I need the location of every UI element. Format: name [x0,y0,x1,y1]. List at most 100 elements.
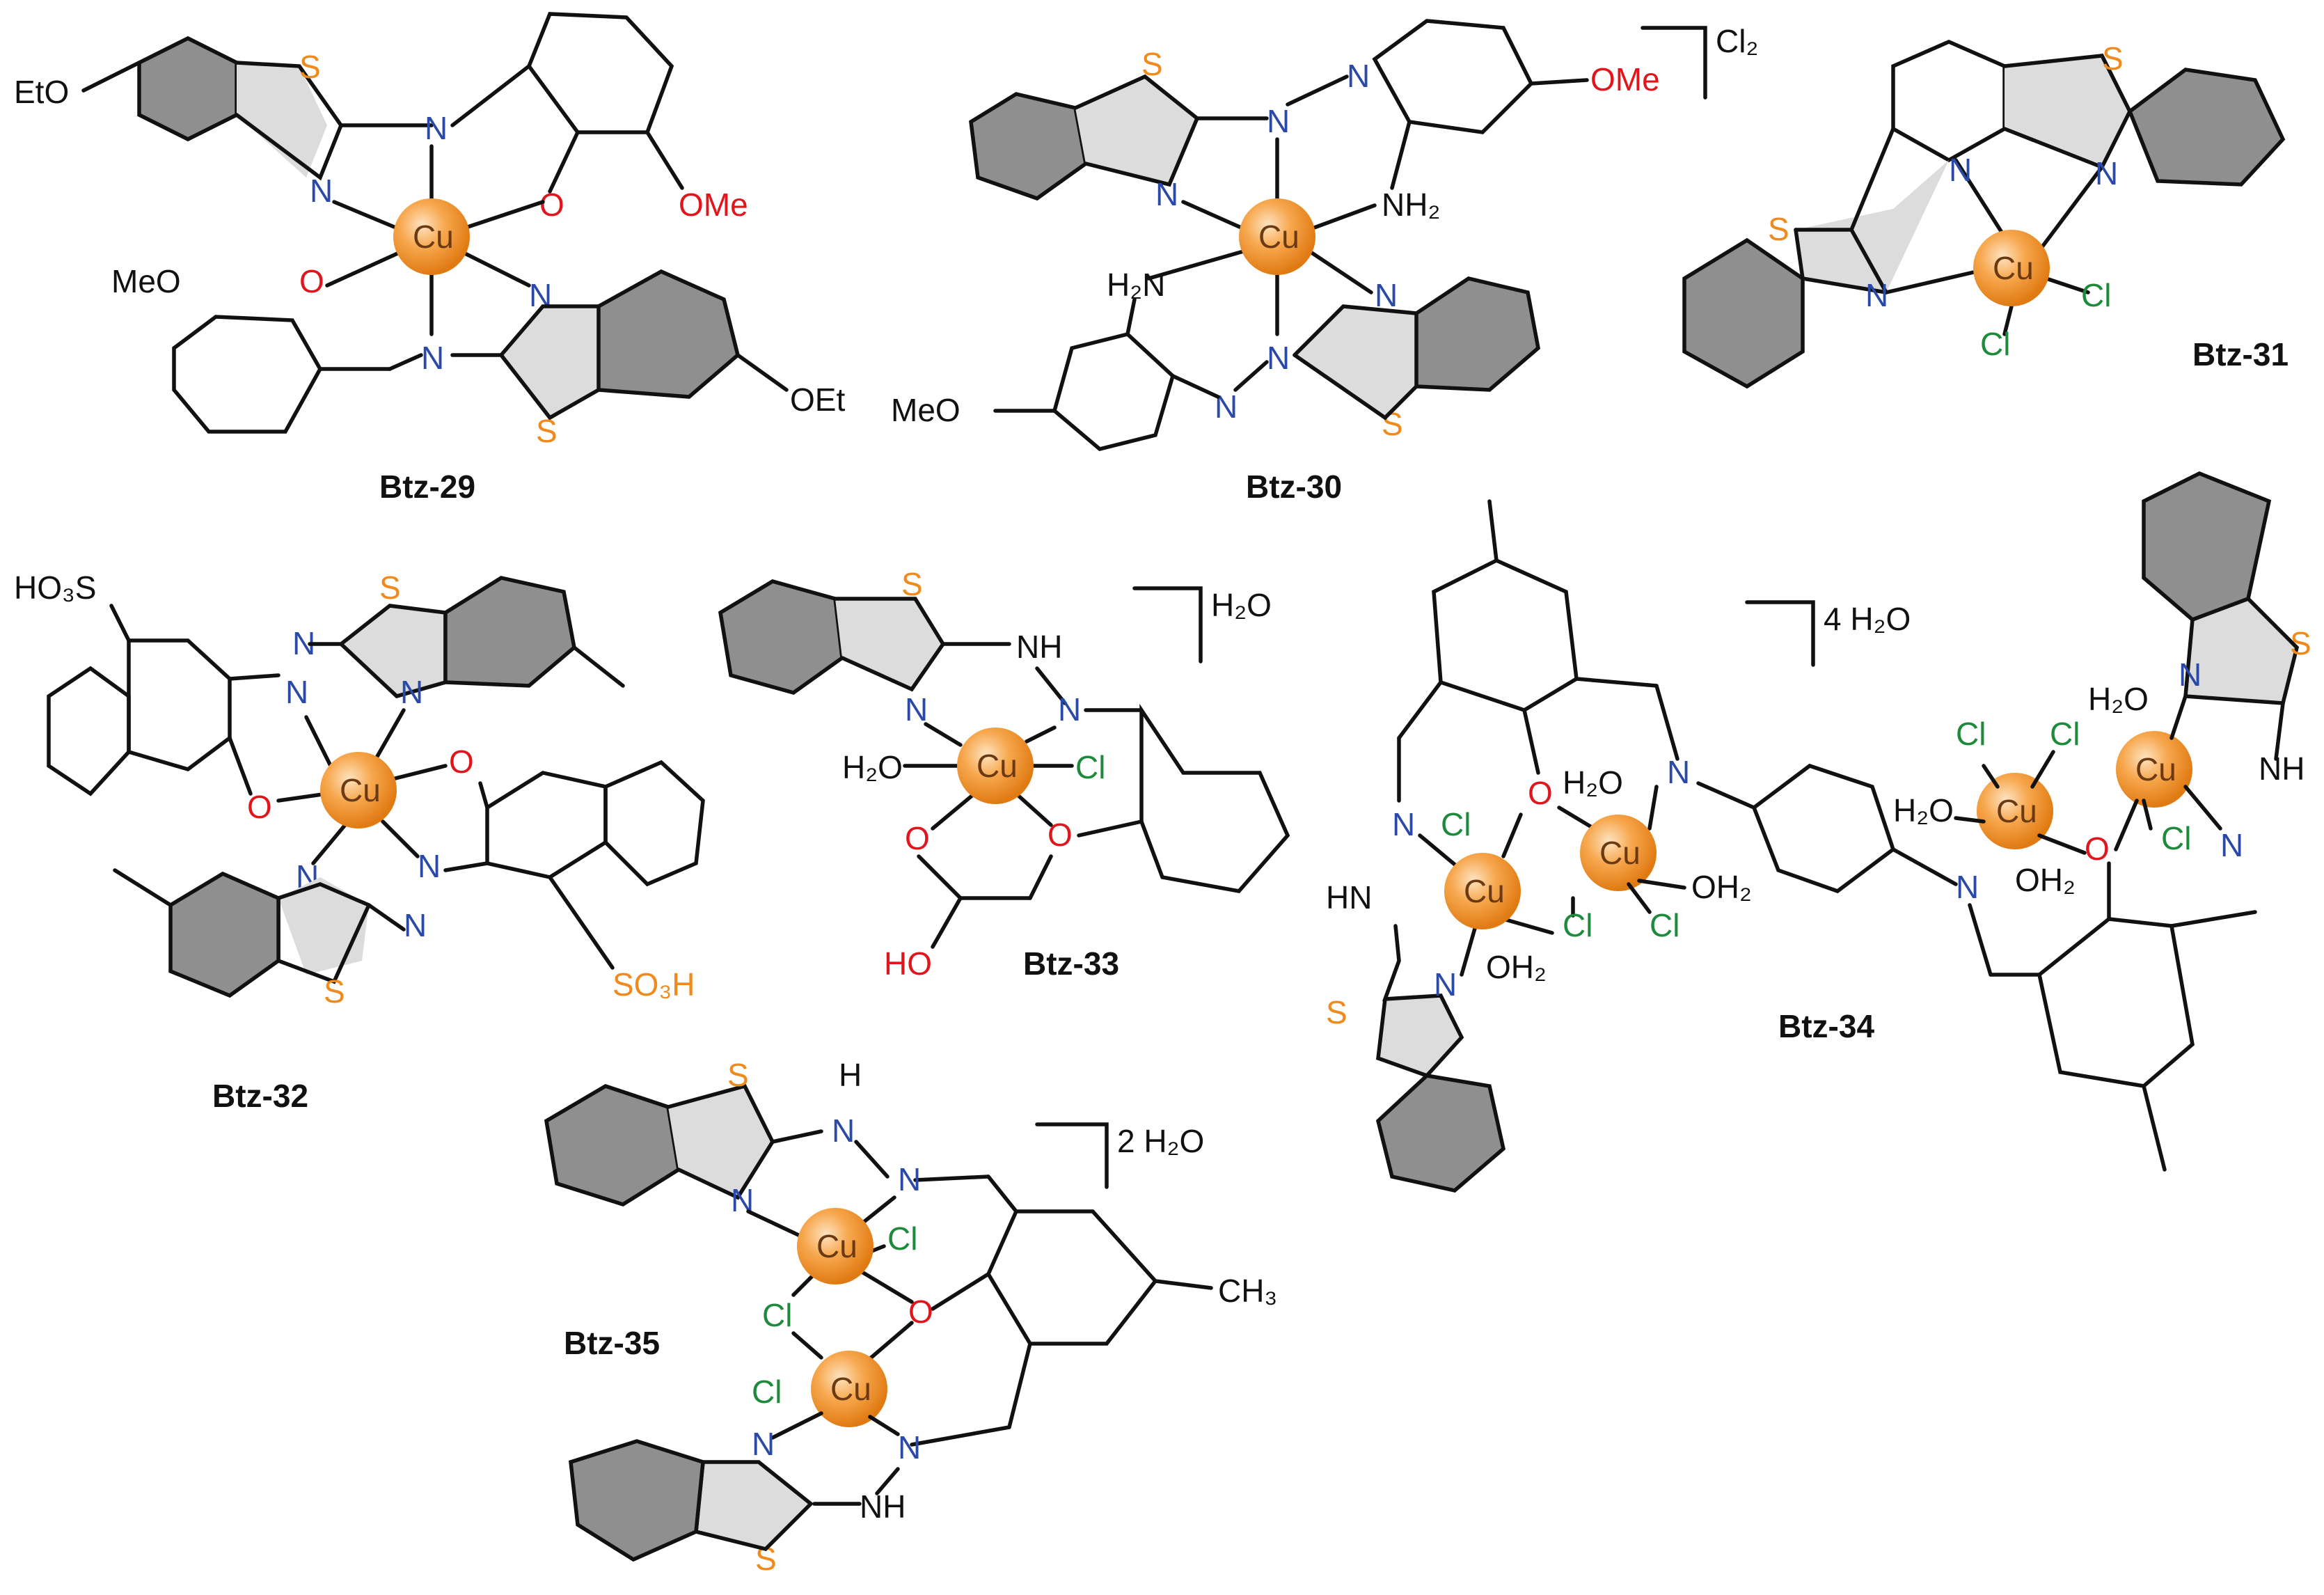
atom-label: N [1215,388,1238,425]
atom-label: NH [1016,629,1062,665]
atom-label: N [418,848,441,884]
atom-label: N [404,907,427,943]
atom-label: N [425,110,448,146]
counterion-label: Cl₂ [1716,23,1758,59]
atom-label: N [1375,277,1398,313]
atom-label: OH₂ [1486,949,1547,985]
atom-label: Cl [1956,716,1986,752]
atom-label: Cl [1980,326,2010,362]
solvate-label: 4 H₂O [1824,601,1911,637]
atom-label: S [901,566,923,602]
compound-name: Btz-34 [1778,1008,1874,1044]
compound-name: Btz-33 [1023,945,1119,982]
atom-label: H₂O [1893,792,1954,828]
compound-name: Btz-32 [212,1078,308,1114]
atom-label: S [324,973,345,1009]
atom-label: OMe [1590,61,1660,97]
benzene-ring [2144,473,2269,620]
benzene-ring [1416,278,1538,390]
compound-name: Btz-30 [1246,469,1342,505]
thiazole-ring [835,599,943,689]
atom-label: O [539,187,564,223]
benzene-ring [1378,1076,1503,1191]
atom-label: S [379,569,401,606]
copper-atom [1977,773,2053,849]
benzene-ring [139,38,237,139]
atom-label: MeO [111,263,181,299]
atom-label: O [905,820,930,856]
atom-label: Cl [2161,820,2191,856]
atom-label: NH₂ [1382,187,1440,223]
compound-btz-31: Cu N S N S N Cl Cl Btz-31 [1682,39,2289,389]
benzene-ring [171,874,278,996]
solvate-label: 2 H₂O [1117,1123,1204,1159]
atom-label: O [1048,817,1073,853]
atom-label: O [299,263,324,299]
benzene-ring [599,272,738,397]
atom-label: N [1949,152,1972,188]
copper-atom [957,728,1034,804]
atom-label: N [898,1161,921,1197]
atom-label: N [1155,176,1178,212]
compound-btz-29: EtO S N N O OMe Cu O MeO N N S OEt [14,12,845,505]
atom-label: Cu [816,1228,857,1264]
atom-label: H₂O [1563,764,1623,801]
atom-label: O [1528,775,1553,811]
thiazole-ring [237,63,327,178]
atom-label: Cu [1993,250,2034,286]
atom-label: N [752,1426,775,1462]
atom-label: S [1768,211,1789,247]
atom-label: N [898,1429,921,1466]
atom-label: Cl [1650,907,1679,943]
atom-label: S [536,413,558,449]
atom-label: Cu [1464,873,1505,909]
thiazole-ring [1295,306,1416,418]
atom-label: N [2179,657,2202,693]
atom-label: HN [1326,879,1372,916]
atom-label: N [832,1113,855,1149]
atom-label: OEt [790,382,845,418]
atom-label: HO [884,945,932,982]
atom-label: Cu [2135,751,2176,787]
atom-label: OH₂ [2015,862,2076,898]
thiazole-ring [341,606,445,696]
atom-label: N [421,340,444,376]
atom-label: EtO [14,74,69,110]
thiazole-ring [2185,599,2297,703]
compound-btz-34: N HN O N Cu Cu Cl Cl OH₂ H₂O Cl OH₂ S N [1326,471,2311,1193]
atom-label: Cl [2050,716,2080,752]
atom-label: Cu [1599,835,1641,871]
compound-name: Btz-35 [564,1325,660,1361]
atom-label: N [1267,103,1290,139]
benzene-ring [445,578,574,686]
atom-label: Cl [1441,806,1471,842]
atom-label: N [1058,691,1081,728]
atom-label: Cl [2081,277,2111,313]
compound-btz-33: S NH N N Cu H₂O Cl O O HO H₂O Btz-33 [718,566,1290,982]
compound-btz-32: HO₃S N N O S N Cu O N N N SO₃H [14,569,705,1114]
compound-name: Btz-31 [2192,336,2289,372]
copper-atom [1444,853,1521,929]
thiazole-ring [696,1462,811,1549]
atom-label: Cu [413,219,454,255]
compound-btz-35: CH₃ S H N N N Cu Cl Cl O Cu Cl N N NH S [544,1057,1277,1577]
compound-name: Btz-29 [379,469,475,505]
atom-label: S [2102,40,2124,77]
benzene-ring [571,1441,703,1559]
atom-label: H₂N [1107,267,1165,303]
atom-label: S [1141,46,1163,82]
atom-label: N [1865,277,1888,313]
compound-btz-30: S N N N OMe NH₂ Cl₂ Cu H₂N N N N S MeO B… [891,19,1758,505]
atom-label: N [400,674,423,710]
atom-label: OH₂ [1691,869,1752,905]
atom-label: O [908,1294,933,1330]
copper-atom [2116,731,2192,808]
atom-label: NH [2259,751,2305,787]
atom-label: Cl [752,1374,782,1410]
thiazole-ring [501,306,599,418]
thiazole-ring [1378,996,1462,1076]
atom-label: SO₃H [612,966,695,1003]
copper-atom [1239,198,1315,275]
benzene-ring [546,1086,679,1204]
atom-label: OMe [679,187,748,223]
